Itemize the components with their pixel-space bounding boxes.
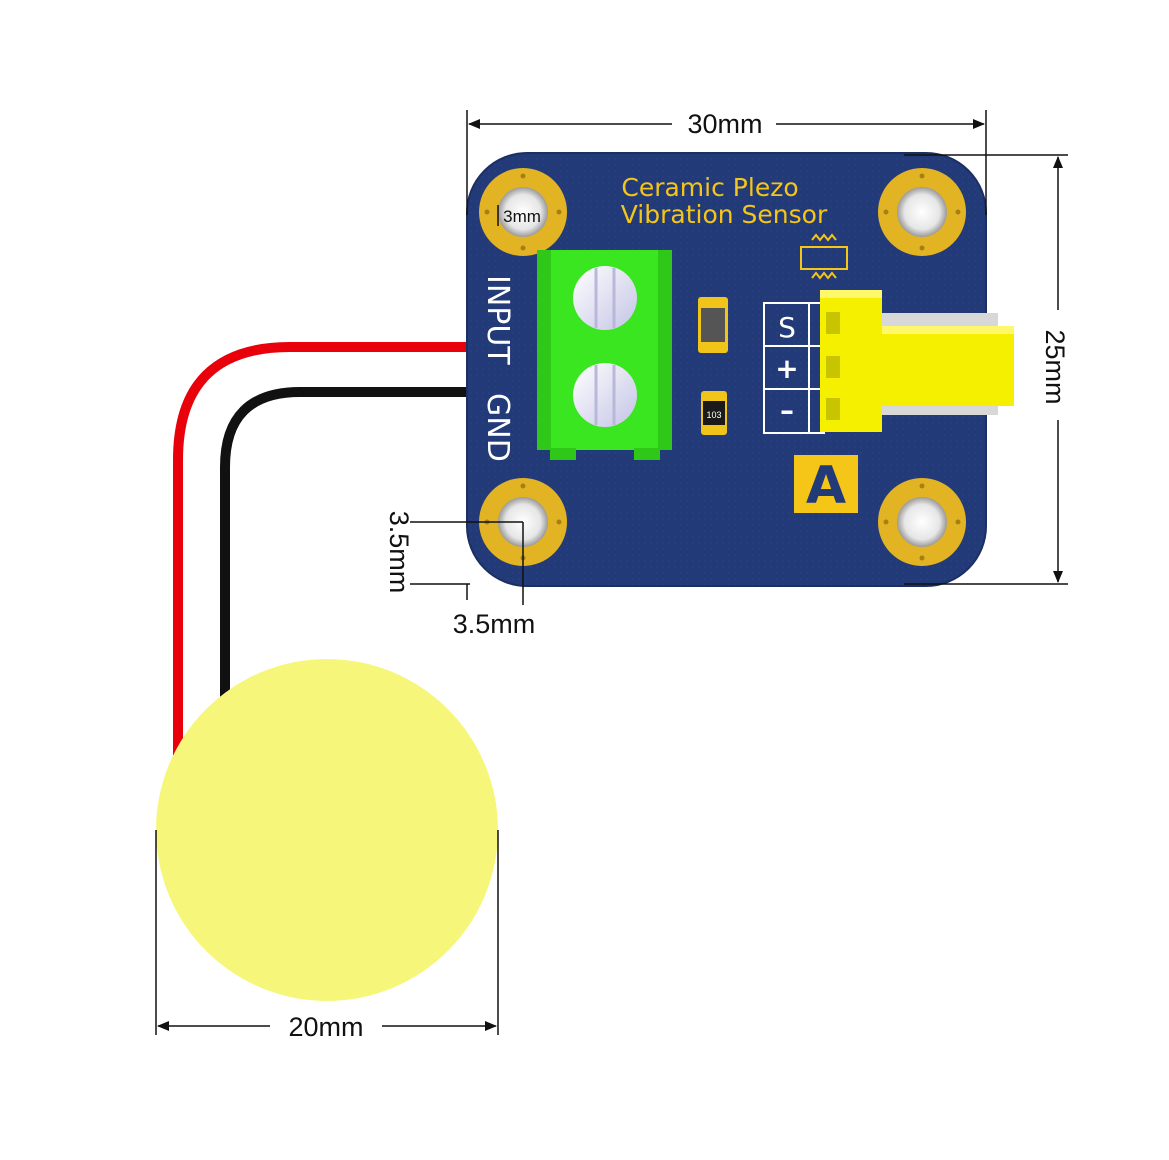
red-wire [173, 342, 472, 765]
pcb-board: 3mm Ceramic Plezo Vibration Sensor INPUT… [466, 152, 1014, 587]
height-dimension [904, 154, 1068, 585]
hole-offset-x-label: 3.5mm [453, 609, 536, 639]
smd-capacitor [698, 297, 728, 353]
resistor-symbol [800, 233, 848, 280]
mounting-hole-bottom-right [878, 478, 966, 566]
pin-label-plus: + [775, 352, 798, 385]
width-dimension [466, 110, 987, 215]
disc-diameter-dimension [155, 830, 499, 1035]
hole-size-label: 3mm [503, 207, 541, 226]
terminal-screw-2 [573, 363, 637, 427]
board-title-line2: Vibration Sensor [621, 200, 828, 229]
input-label: INPUT [480, 275, 515, 365]
height-dimension-label: 25mm [1040, 329, 1070, 404]
smd-resistor: 103 [701, 391, 727, 435]
jst-connector [820, 290, 1014, 432]
svg-text:103: 103 [706, 410, 721, 420]
hole-offset-lines [410, 521, 524, 605]
gnd-label: GND [480, 393, 515, 462]
pin-label-grid [763, 302, 825, 434]
brand-logo: A [794, 455, 858, 516]
mounting-hole-top-right [878, 168, 966, 256]
pin-label-minus: – [780, 394, 794, 427]
screw-terminal [537, 250, 672, 460]
hole-offset-y-label: 3.5mm [384, 511, 414, 594]
terminal-screw-1 [573, 266, 637, 330]
pin-label-s: S [778, 311, 796, 344]
mounting-hole-top-left [479, 168, 567, 256]
disc-diameter-label: 20mm [288, 1012, 363, 1042]
brand-logo-letter: A [806, 456, 846, 516]
board-title-line1: Ceramic Plezo [621, 173, 798, 202]
black-wire [220, 387, 472, 725]
width-dimension-label: 30mm [687, 109, 762, 139]
piezo-disc [156, 659, 498, 1001]
